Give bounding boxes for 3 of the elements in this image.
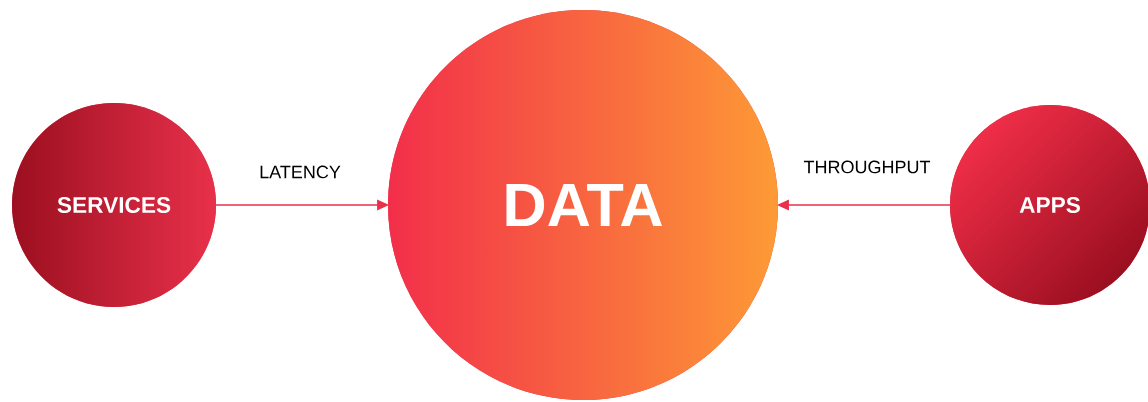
edge-label: LATENCY xyxy=(257,164,343,180)
edge-label: THROUGHPUT xyxy=(802,159,932,175)
circle-node: APPS xyxy=(950,105,1148,305)
